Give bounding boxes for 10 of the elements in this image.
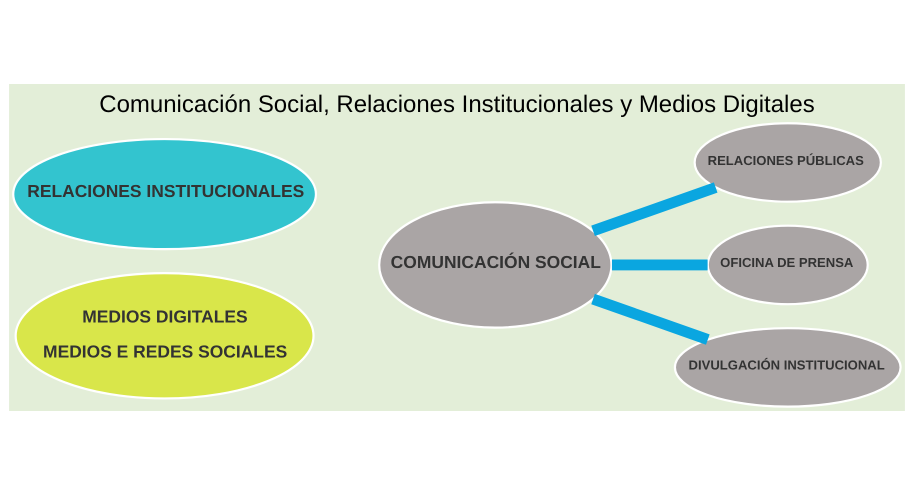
node-ellipse: DIVULGACIÓN INSTITUCIONAL [674, 327, 902, 408]
connector [591, 294, 710, 345]
connector [591, 182, 718, 236]
diagram-title: Comunicación Social, Relaciones Institucionales y Medios Digitales [99, 90, 815, 118]
node-ellipse: RELACIONES INSTITUCIONALES [12, 138, 318, 250]
node-ellipse: COMUNICACIÓN SOCIAL [378, 201, 613, 329]
node-ellipse: RELACIONES PÚBLICAS [694, 122, 882, 203]
node-ellipse: MEDIOS DIGITALES MEDIOS E REDES SOCIALES [14, 272, 315, 400]
node-ellipse: OFICINA DE PRENSA [706, 224, 869, 306]
connector [612, 260, 708, 270]
